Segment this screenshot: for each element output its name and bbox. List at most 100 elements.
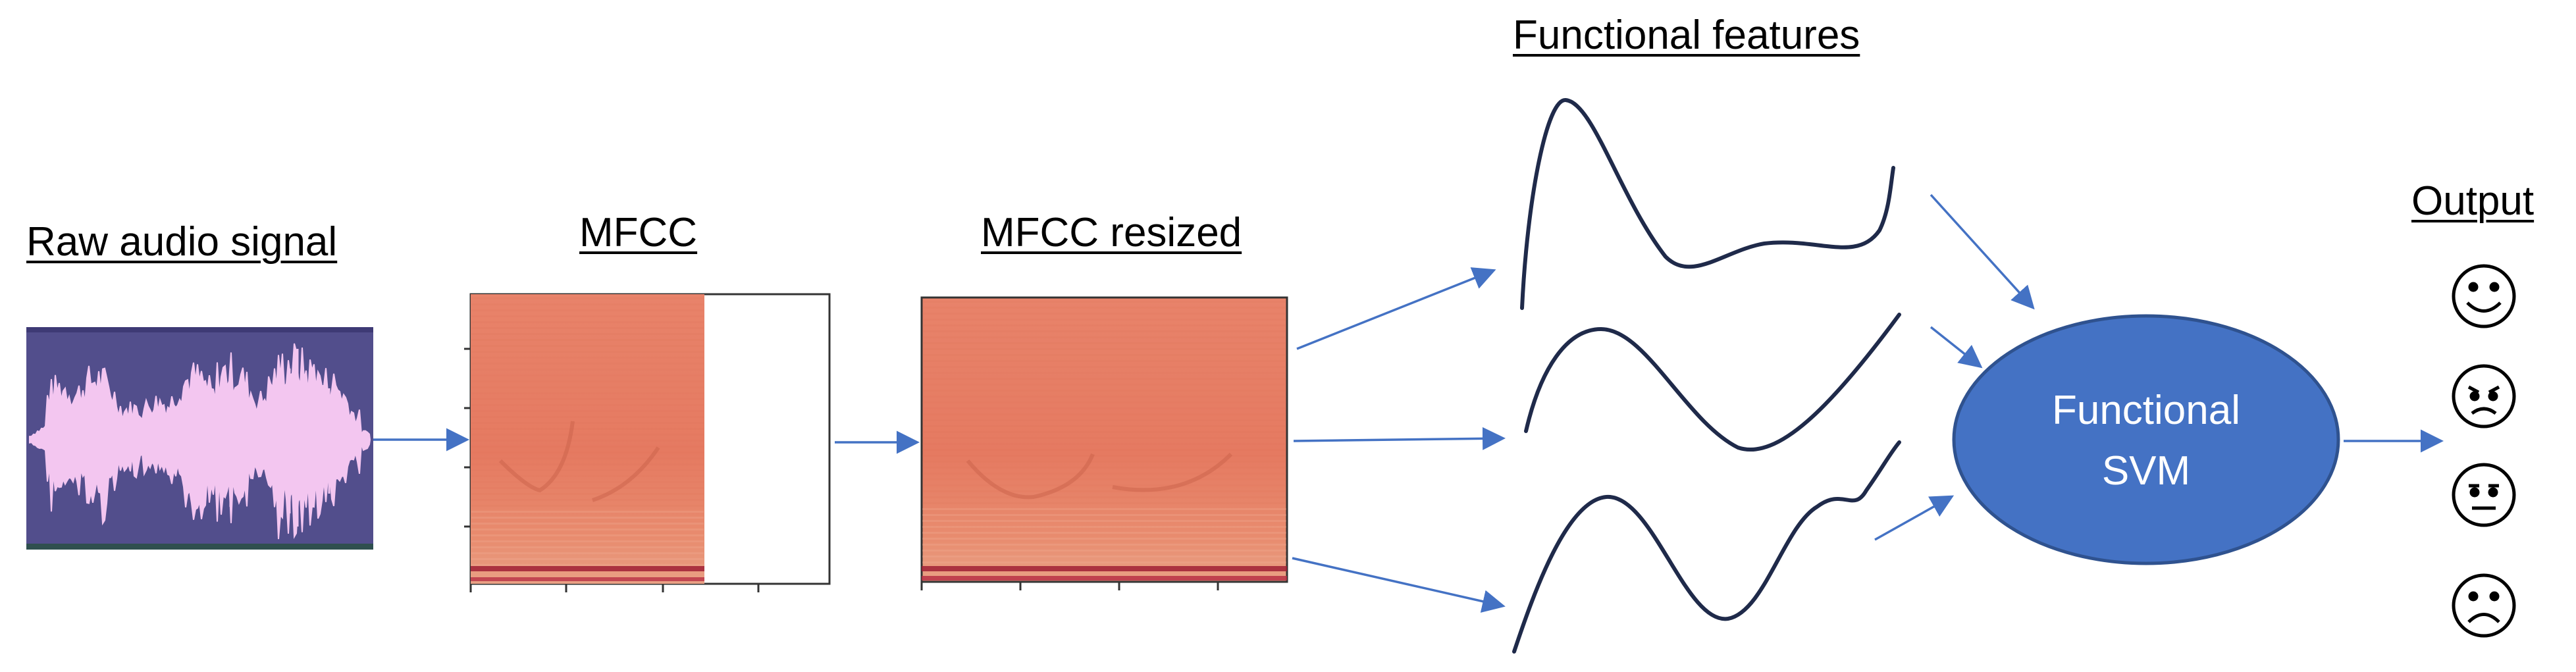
- spectrogram-band: [922, 301, 1286, 303]
- spectrogram-band: [922, 342, 1286, 344]
- spectrogram-band: [471, 339, 704, 341]
- smiley-neutral-icon: [2452, 463, 2516, 527]
- feature-curve-3: [1512, 440, 1901, 654]
- spectrogram-band: [922, 360, 1286, 362]
- spectrogram-band: [922, 390, 1286, 392]
- spectrogram-band: [471, 363, 704, 365]
- spectrogram-band: [471, 446, 704, 448]
- spectrogram-band: [471, 452, 704, 453]
- output-label: Output: [2411, 178, 2535, 224]
- spectrogram-band: [471, 463, 704, 465]
- raw-audio-label: Raw audio signal: [26, 219, 338, 265]
- spectrogram-band: [471, 315, 704, 317]
- spectrogram-band: [471, 564, 704, 566]
- arrow-feature-3-to-svm: [1874, 495, 1955, 541]
- spectrogram-band: [922, 372, 1286, 374]
- spectrogram-band: [922, 478, 1286, 480]
- spectrogram-band: [922, 455, 1286, 457]
- spectrogram-band: [922, 384, 1286, 386]
- spectrogram-band: [471, 529, 704, 530]
- spectrogram-band: [471, 546, 704, 548]
- spectrogram-band: [471, 345, 704, 347]
- spectrogram-band: [922, 532, 1286, 534]
- spectrogram-band: [922, 396, 1286, 398]
- spectrogram-band: [471, 392, 704, 394]
- spectrogram-band: [922, 473, 1286, 475]
- spectrogram-band: [922, 484, 1286, 486]
- spectrogram-band: [471, 487, 704, 489]
- spectrogram-band: [922, 348, 1286, 350]
- spectrogram-band: [922, 443, 1286, 445]
- spectrogram-band: [922, 461, 1286, 463]
- spectrogram-band: [471, 481, 704, 483]
- spectrogram-band: [471, 434, 704, 436]
- functional-features-label: Functional features: [1513, 13, 1860, 58]
- spectrogram-band: [922, 556, 1286, 557]
- spectrogram-band: [471, 422, 704, 424]
- spectrogram-band: [922, 550, 1286, 552]
- spectrogram-band: [471, 404, 704, 406]
- arrow-feature-2-to-svm: [1930, 326, 1983, 369]
- smiley-happy-icon: [2452, 264, 2516, 328]
- spectrogram-band: [471, 309, 704, 311]
- spectrogram-band: [922, 508, 1286, 510]
- spectrogram-band: [471, 558, 704, 560]
- spectrogram-band: [471, 380, 704, 382]
- arrow-feature-1-to-svm: [1930, 194, 2035, 310]
- svm-label-line2: SVM: [2101, 448, 2191, 494]
- spectrogram-band: [922, 490, 1286, 492]
- spectrogram-band: [922, 401, 1286, 403]
- raw-audio-waveform: [26, 327, 373, 550]
- spectrogram-band: [471, 540, 704, 542]
- spectrogram-band: [471, 475, 704, 477]
- smiley-angry-icon: [2452, 364, 2516, 428]
- feature-curve-1: [1520, 98, 1895, 310]
- spectrogram-band: [922, 526, 1286, 528]
- spectrogram-band: [922, 313, 1286, 315]
- spectrogram-band: [471, 327, 704, 329]
- spectrogram-band: [471, 297, 704, 299]
- spectrogram-band: [471, 357, 704, 359]
- spectrogram-band: [922, 419, 1286, 421]
- spectrogram-band: [471, 416, 704, 418]
- mfcc-spectrogram: [464, 293, 831, 592]
- spectrogram-band: [471, 321, 704, 323]
- spectrogram-band: [922, 514, 1286, 516]
- spectrogram-band: [922, 561, 1286, 563]
- mfcc-resized-label: MFCC resized: [981, 210, 1242, 255]
- spectrogram-band: [922, 431, 1286, 433]
- feature-curve-2: [1524, 313, 1901, 452]
- spectrogram-band: [922, 538, 1286, 540]
- spectrogram-band: [922, 520, 1286, 522]
- arrows: [373, 194, 2444, 613]
- spectrogram-band: [471, 440, 704, 442]
- spectrogram-band: [922, 319, 1286, 321]
- spectrogram-band: [922, 366, 1286, 368]
- spectrogram-band: [922, 407, 1286, 409]
- mfcc-resized-spectrogram: [920, 296, 1288, 590]
- mfcc-label: MFCC: [579, 210, 698, 255]
- spectrogram-band: [471, 303, 704, 305]
- spectrogram-band: [471, 552, 704, 554]
- functional-svm-node: [1952, 314, 2340, 565]
- spectrogram-band: [922, 502, 1286, 504]
- arrow-resized-to-feature-1: [1296, 267, 1496, 350]
- spectrogram-band: [471, 469, 704, 471]
- spectrogram-band: [922, 330, 1286, 332]
- spectrogram-band: [922, 544, 1286, 546]
- spectrogram-band: [922, 425, 1286, 427]
- spectrogram-band: [471, 517, 704, 519]
- spectrogram-band: [471, 428, 704, 430]
- spectrogram-band: [471, 386, 704, 388]
- spectrogram-band: [922, 413, 1286, 415]
- spectrogram-band: [471, 375, 704, 376]
- spectrogram-band: [471, 410, 704, 412]
- spectrogram-band: [471, 351, 704, 353]
- spectrogram-band: [471, 511, 704, 513]
- spectrogram-band: [471, 523, 704, 525]
- arrow-resized-to-feature-3: [1292, 557, 1506, 613]
- spectrogram-band: [922, 336, 1286, 338]
- svm-label-line1: Functional: [2051, 388, 2241, 433]
- spectrogram-band: [471, 499, 704, 501]
